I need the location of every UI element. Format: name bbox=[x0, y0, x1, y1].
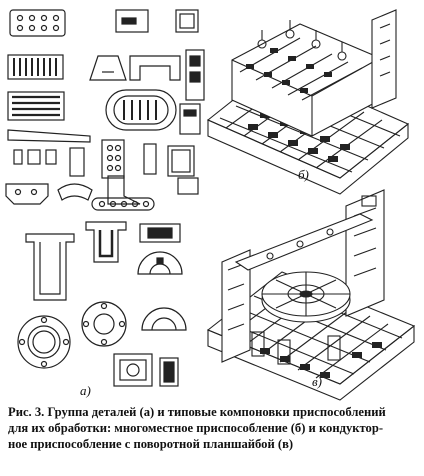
part-bracket-slot bbox=[115, 9, 149, 33]
part-arc-pieces bbox=[5, 175, 199, 205]
part-small-cylinder bbox=[139, 223, 181, 243]
part-bushing-flanged bbox=[85, 221, 127, 263]
part-strip bbox=[179, 103, 201, 135]
part-grid-plate bbox=[7, 91, 65, 121]
part-flange-1 bbox=[17, 315, 71, 369]
part-bushing-tall bbox=[25, 233, 75, 301]
part-plate-holes bbox=[9, 9, 66, 37]
figure-illustration bbox=[5, 9, 416, 401]
panel-a-parts-group bbox=[5, 9, 205, 387]
caption-title: Рис. 3. bbox=[8, 405, 45, 419]
panel-b-fixture bbox=[206, 9, 410, 195]
caption-line-2: для их обработки: многоместное приспособ… bbox=[8, 421, 384, 435]
part-half-flange bbox=[141, 307, 187, 331]
part-long-bar-holes bbox=[91, 197, 155, 211]
part-small-pieces bbox=[13, 139, 195, 179]
figure-drawing bbox=[5, 9, 416, 401]
panel-label-v: в) bbox=[312, 374, 322, 389]
panel-label-b: б) bbox=[298, 167, 309, 182]
caption-line-1: Рис. 3. Группа деталей (а) и типовые ком… bbox=[8, 404, 420, 420]
part-oval-frame bbox=[105, 89, 177, 131]
part-tall-plate bbox=[185, 49, 205, 101]
part-trapezoid bbox=[89, 55, 127, 81]
part-slotted-bar bbox=[7, 54, 64, 80]
panel-label-a: а) bbox=[80, 383, 91, 398]
part-wedge bbox=[7, 129, 91, 143]
panel-v-fixture bbox=[206, 189, 416, 401]
figure-caption: Рис. 3. Группа деталей (а) и типовые ком… bbox=[8, 404, 420, 452]
caption-line-3: ное приспособление с поворотной планшайб… bbox=[8, 437, 294, 451]
part-square-flange bbox=[113, 353, 179, 387]
part-flange-2 bbox=[81, 301, 127, 347]
part-half-disc bbox=[137, 251, 183, 275]
part-block-small bbox=[175, 9, 199, 33]
caption-line-1-text: Группа деталей (а) и типовые компоновки … bbox=[47, 405, 386, 419]
part-channel bbox=[129, 55, 181, 81]
